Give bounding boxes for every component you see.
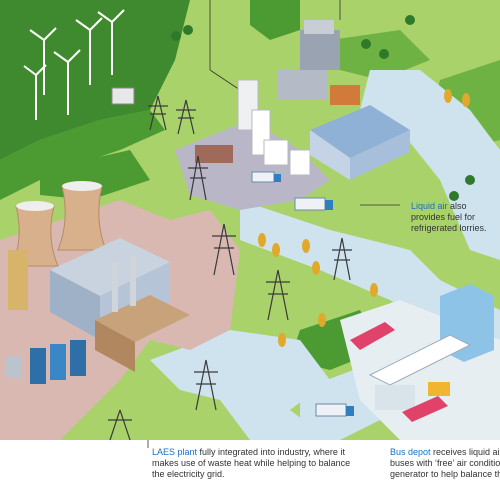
- laes-ground: [175, 120, 330, 210]
- tree-icon: [361, 39, 371, 49]
- lorry-icon: [315, 403, 354, 417]
- pylon-icon: [332, 237, 352, 281]
- caption-liquid-air-line2: provides fuel for: [411, 212, 476, 222]
- wind-turbines: [23, 9, 125, 120]
- substation: [111, 87, 135, 105]
- wind-turbine-icon: [75, 17, 103, 85]
- laes-plant: [195, 79, 311, 176]
- caption-laes-highlight: LAES plant: [152, 447, 198, 457]
- tree-icon: [278, 333, 286, 347]
- pylon-icon: [108, 409, 132, 441]
- lorry-icon: [294, 197, 333, 211]
- field-patch: [250, 0, 300, 40]
- caption-bus-highlight: Bus depot: [390, 447, 431, 457]
- tree-icon: [405, 15, 415, 25]
- tree-icon: [449, 191, 459, 201]
- pylon-icon: [194, 359, 218, 411]
- tree-icon: [302, 239, 310, 253]
- bus-icon: [428, 382, 450, 396]
- caption-liquid-air: Liquid air also provides fuel for refrig…: [411, 201, 500, 234]
- wind-turbine-icon: [53, 49, 81, 115]
- caption-liquid-air-line1: also: [447, 201, 467, 211]
- pylon-icon: [266, 269, 290, 321]
- callout-lines: [147, 0, 400, 448]
- tree-icon: [444, 89, 452, 103]
- bus-icon: [402, 396, 448, 422]
- tree-icon: [379, 49, 389, 59]
- warehouse-icon: [310, 105, 410, 180]
- wind-turbine-icon: [97, 9, 125, 75]
- tree-icon: [312, 261, 320, 275]
- caption-liquid-air-line3: refrigerated lorries.: [411, 223, 487, 233]
- caption-laes-line1: fully integrated into industry, where it: [197, 447, 345, 457]
- caption-bus-line1: receives liquid air: [430, 447, 500, 457]
- road: [360, 70, 500, 260]
- tree-icon: [465, 175, 475, 185]
- gas-power-station: [278, 20, 360, 105]
- caption-strip: [0, 440, 500, 500]
- trees: [258, 89, 470, 347]
- caption-bus-line3: generator to help balance the: [390, 469, 500, 479]
- caption-liquid-air-highlight: Liquid air: [411, 201, 448, 211]
- tree-icon: [318, 313, 326, 327]
- pylon-icon: [148, 95, 168, 131]
- tree-icon: [272, 243, 280, 257]
- caption-laes-line2: makes use of waste heat while helping to…: [152, 458, 351, 468]
- wind-turbine-icon: [23, 64, 47, 120]
- bus-depot: [368, 284, 494, 410]
- tree-icon: [171, 31, 181, 41]
- cooling-tower-icon: [57, 181, 107, 251]
- caption-bus-line2: buses with ‘free’ air condition: [390, 458, 500, 468]
- pylon-icon: [212, 223, 236, 276]
- road: [150, 330, 330, 440]
- pylon-icon: [176, 99, 196, 135]
- tree-icon: [183, 25, 193, 35]
- caption-laes-line3: the electricity grid.: [152, 469, 225, 479]
- tree-icon: [370, 283, 378, 297]
- pylon-icon: [188, 155, 208, 201]
- storage-tank-icon: [6, 340, 86, 384]
- caption-laes-plant: LAES plant fully integrated into industr…: [152, 447, 350, 480]
- caption-bus-depot: Bus depot receives liquid air buses with…: [390, 447, 500, 480]
- bus-icon: [350, 322, 395, 350]
- power-plant: [8, 238, 190, 372]
- tree-icon: [258, 233, 266, 247]
- tree-icon: [462, 93, 470, 107]
- hill: [0, 0, 190, 160]
- dark-trees: [171, 15, 475, 201]
- road: [240, 200, 500, 350]
- lorry-icon: [251, 171, 281, 183]
